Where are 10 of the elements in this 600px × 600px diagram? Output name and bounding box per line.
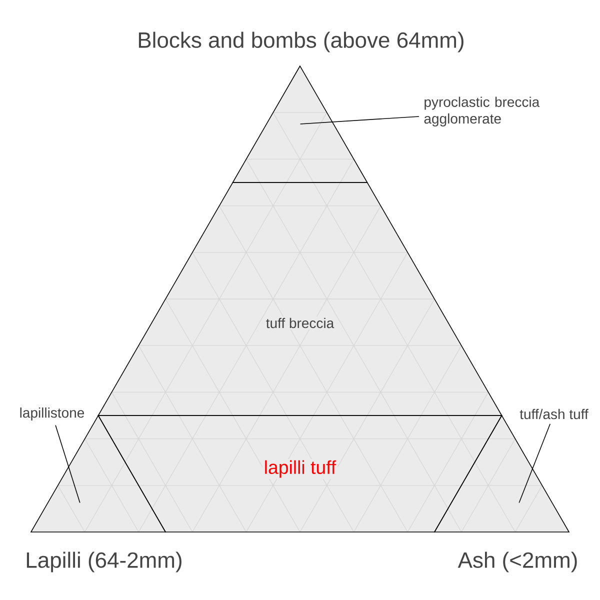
axis-title: Lapilli (64-2mm)	[26, 552, 182, 572]
field-region: tuff breccia	[98, 182, 502, 416]
field-region: lapilli tuff	[98, 415, 502, 532]
field-label: tuff/ash tuff	[520, 408, 588, 420]
field-label: lapillistone	[20, 407, 84, 421]
leader-line	[55, 424, 80, 504]
axis-title: Ash (<2mm)	[458, 552, 577, 572]
leader-line	[518, 423, 551, 504]
field-label: pyroclastic breccia agglomerate	[424, 96, 540, 126]
leader-line	[300, 116, 420, 124]
